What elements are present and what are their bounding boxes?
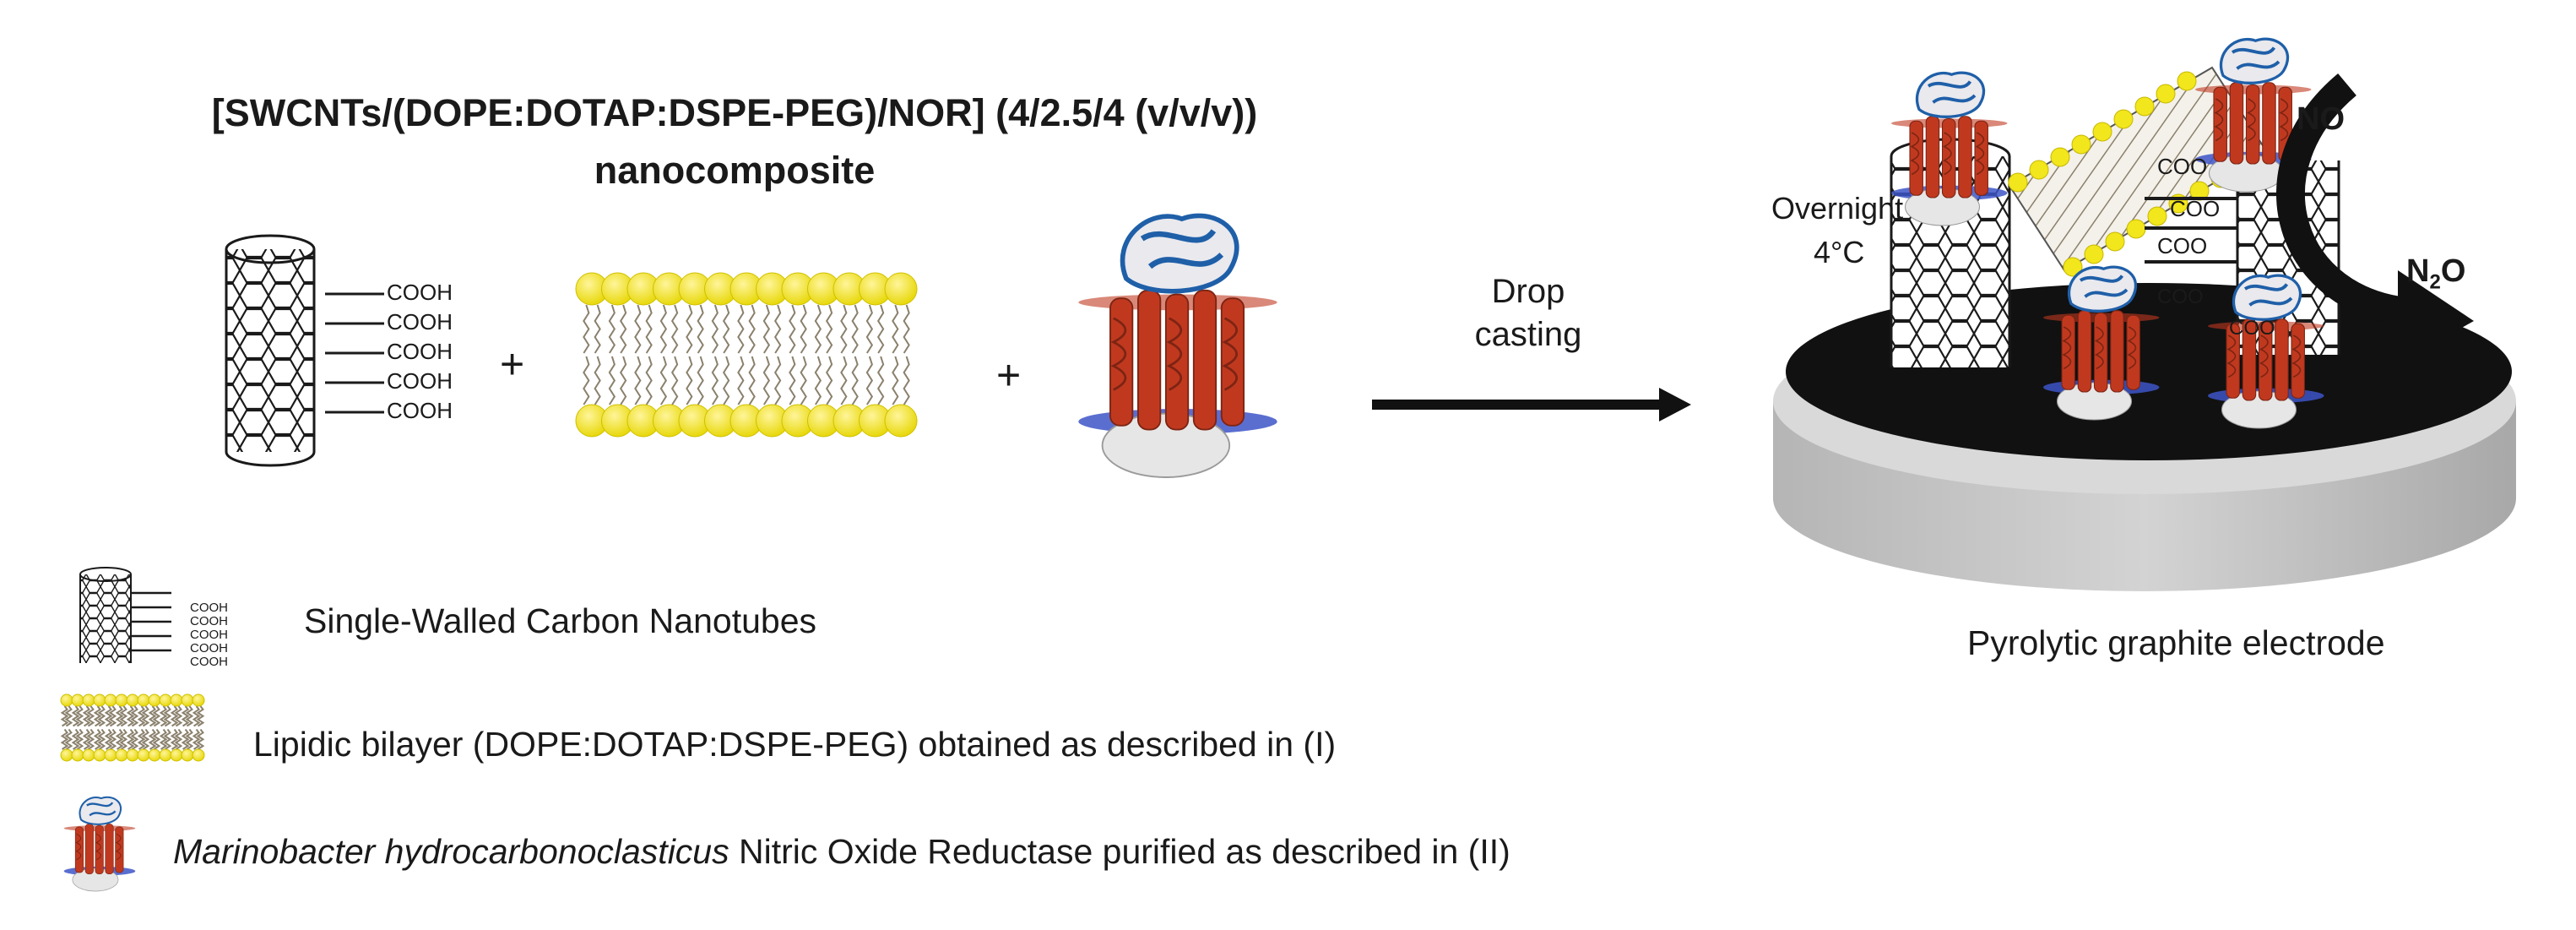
arrow-label-casting: casting [1474,316,1582,353]
cooh-label: COOH [387,339,453,364]
cooh-label: COOH [387,368,453,394]
lipid-head [884,404,918,438]
lipid-bilayer-graphic [575,272,918,438]
cooh-connectors [325,292,384,414]
coo-label: COO [2229,317,2275,340]
lipid-head [104,693,117,707]
lipid-head [60,748,73,762]
cooh-label: COOH [387,309,453,334]
coo-label: COO [2157,233,2208,258]
legend-cooh-stack: COOH COOH COOH COOH COOH [190,601,228,669]
legend-item-protein: Marinobacter hydrocarbonoclasticus Nitri… [173,832,1510,871]
nor-protein-graphic [1068,207,1288,477]
lipid-head [137,748,150,762]
legend-bilayer-icon [60,693,205,762]
lipid-head [884,272,918,306]
legend-nanotube-icon [79,567,171,663]
lipid-head [93,693,106,707]
lipid-head [137,693,150,707]
lipid-head [126,748,139,762]
lipid-head [181,748,194,762]
lipid-head [192,693,205,707]
lipid-head [115,748,128,762]
lipid-head [170,748,183,762]
condition-temperature: 4°C [1814,235,1865,269]
nanotube-graphic [225,234,316,467]
diagram-title: [SWCNTs/(DOPE:DOTAP:DSPE-PEG)/NOR] (4/2.… [211,91,1258,134]
cooh-label: COOH [387,398,453,423]
lipid-head [192,748,205,762]
lipid-head [60,693,73,707]
lipid-head [93,748,106,762]
reactant-no: NO [2297,101,2345,137]
lipid-head [148,693,161,707]
lipid-head [181,693,194,707]
lipid-head [159,693,172,707]
drop-casting-arrow [1372,388,1691,421]
lipid-head [82,748,95,762]
plus-sign: + [996,351,1022,399]
electrode-caption: Pyrolytic graphite electrode [1967,623,2385,662]
lipid-head [126,693,139,707]
legend-item-nanotubes: Single-Walled Carbon Nanotubes [304,601,816,640]
cooh-label: COOH [387,280,453,305]
product-n2o: N2O [2406,253,2466,294]
lipid-head [82,693,95,707]
lipid-head [71,748,84,762]
legend-protein-icon [62,796,137,893]
plus-sign: + [500,340,525,388]
coo-label: COO [2170,196,2221,221]
lipid-head [170,693,183,707]
graphite-electrode-graphic [1773,37,2516,591]
lipid-head [148,748,161,762]
arrow-label-drop: Drop [1491,273,1565,310]
legend-item-bilayer: Lipidic bilayer (DOPE:DOTAP:DSPE-PEG) ob… [253,725,1337,764]
lipid-head [71,693,84,707]
lipid-head [159,748,172,762]
coo-label: COO [2157,154,2208,179]
diagram-subtitle: nanocomposite [594,149,876,192]
coo-label: COO [2157,286,2204,308]
lipid-head [104,748,117,762]
condition-overnight: Overnight [1771,191,1904,226]
lipid-head [115,693,128,707]
